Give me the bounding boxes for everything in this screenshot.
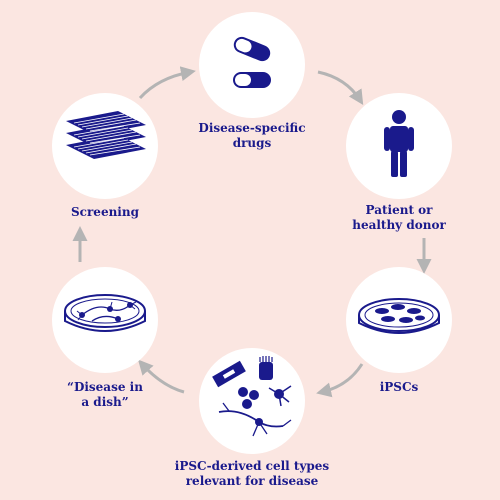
arrow-ipscs-to-celltypes <box>316 363 364 398</box>
label-drugs: Disease-specific drugs <box>198 121 306 150</box>
label-dish: “Disease in a dish” <box>67 380 143 409</box>
label-celltypes: iPSC-derived cell types relevant for dis… <box>174 459 330 488</box>
person-icon <box>384 110 414 177</box>
label-ipscs: iPSCs <box>379 380 419 394</box>
arrow-celltypes-to-dish <box>137 359 185 394</box>
arrow-screening-to-drugs <box>138 66 196 100</box>
petri-dish-cells-icon <box>358 298 440 334</box>
arrow-drugs-to-patient <box>317 70 364 106</box>
node-drugs <box>199 12 305 118</box>
neuron-dish-icon <box>64 294 146 332</box>
node-celltypes <box>199 348 305 454</box>
capsules-icon <box>233 36 271 88</box>
cell-types-icon <box>212 356 292 437</box>
node-ipscs <box>346 267 452 373</box>
node-patient <box>346 93 452 199</box>
node-dish <box>52 267 158 373</box>
plate-stack-icon <box>66 111 146 159</box>
label-patient: Patient or healthy donor <box>352 203 446 232</box>
label-screening: Screening <box>71 205 139 219</box>
node-screening <box>52 93 158 199</box>
